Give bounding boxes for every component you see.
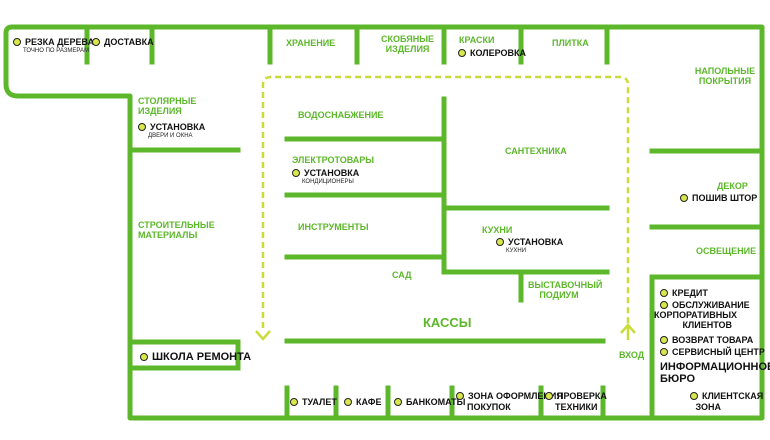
service-corporate-line2: КОРПОРАТИВНЫХ [654,310,738,320]
service-corporate[interactable]: ОБСЛУЖИВАНИЕ [660,300,750,310]
customer-route [261,75,630,328]
zone-install-doors[interactable]: УСТАНОВКА [138,122,205,132]
service-purchase-desk-line2: ПОКУПОК [467,402,511,412]
route-arrows [255,323,636,341]
service-icon [290,398,298,406]
zone-tinting[interactable]: КОЛЕРОВКА [458,48,526,58]
service-purchase-desk[interactable]: ЗОНА ОФОРМЛЕНИЯ [456,391,563,401]
zone-water-supply[interactable]: ВОДОСНАБЖЕНИЕ [298,110,384,120]
zone-install-doors-sub: ДВЕРИ И ОКНА [148,133,193,139]
service-icon [690,392,698,400]
zone-storage[interactable]: ХРАНЕНИЕ [286,38,336,48]
service-icon [456,392,464,400]
service-toilet[interactable]: ТУАЛЕТ [290,397,337,407]
zone-checkout[interactable]: КАССЫ [423,315,472,330]
entrance-arrow [620,323,636,334]
service-icon [458,49,466,57]
zone-lighting[interactable]: ОСВЕЩЕНИЕ [696,246,757,256]
service-cafe[interactable]: КАФЕ [344,397,381,407]
zone-decor[interactable]: ДЕКОР [717,181,748,191]
service-icon [680,194,688,202]
zone-paints[interactable]: КРАСКИ [459,35,495,45]
service-credit[interactable]: КРЕДИТ [660,288,708,298]
zone-tools[interactable]: ИНСТРУМЕНТЫ [298,222,369,232]
zone-repair-school[interactable]: ШКОЛА РЕМОНТА [140,352,251,363]
service-icon [292,169,300,177]
service-icon [13,38,21,46]
service-icon [138,123,146,131]
walls [3,24,765,421]
service-icon [660,289,668,297]
service-atm[interactable]: БАНКОМАТЫ [394,397,465,407]
service-corporate-line3: КЛИЕНТОВ [682,320,732,330]
zone-install-ac-sub: КОНДИЦИОНЕРЫ [302,179,354,185]
service-tech-check[interactable]: ПРОВЕРКА [545,391,607,401]
zone-garden[interactable]: САД [392,270,412,280]
zone-delivery[interactable]: ДОСТАВКА [92,37,154,47]
zone-install-kitchen[interactable]: УСТАНОВКА [496,237,563,247]
service-tech-check-line2: ТЕХНИКИ [555,402,598,412]
zone-plumbing[interactable]: САНТЕХНИКА [505,146,567,156]
entrance-label: ВХОД [619,350,645,360]
service-client-zone-line2: ЗОНА [695,402,721,412]
zone-wood-cutting[interactable]: РЕЗКА ДЕРЕВА [13,37,94,47]
zone-curtain-sewing[interactable]: ПОШИВ ШТОР [680,193,757,203]
service-icon [545,392,553,400]
service-icon [496,238,504,246]
service-center[interactable]: СЕРВИСНЫЙ ЦЕНТР [660,347,765,357]
service-icon [660,301,668,309]
exit-arrow [255,330,271,341]
service-icon [344,398,352,406]
service-icon [92,38,100,46]
zone-kitchens[interactable]: КУХНИ [482,225,513,235]
service-icon [660,348,668,356]
service-returns[interactable]: ВОЗВРАТ ТОВАРА [660,335,753,345]
service-icon [394,398,402,406]
service-icon [660,336,668,344]
zone-wood-cutting-sub: ТОЧНО ПО РАЗМЕРАМ [23,48,90,54]
zone-electrical[interactable]: ЭЛЕКТРОТОВАРЫ [292,155,375,165]
service-icon [140,353,148,361]
zone-tiles[interactable]: ПЛИТКА [552,38,589,48]
service-client-zone[interactable]: КЛИЕНТСКАЯ [690,391,763,401]
zone-install-ac[interactable]: УСТАНОВКА [292,168,359,178]
zone-install-kitchen-sub: КУХНИ [506,248,527,254]
